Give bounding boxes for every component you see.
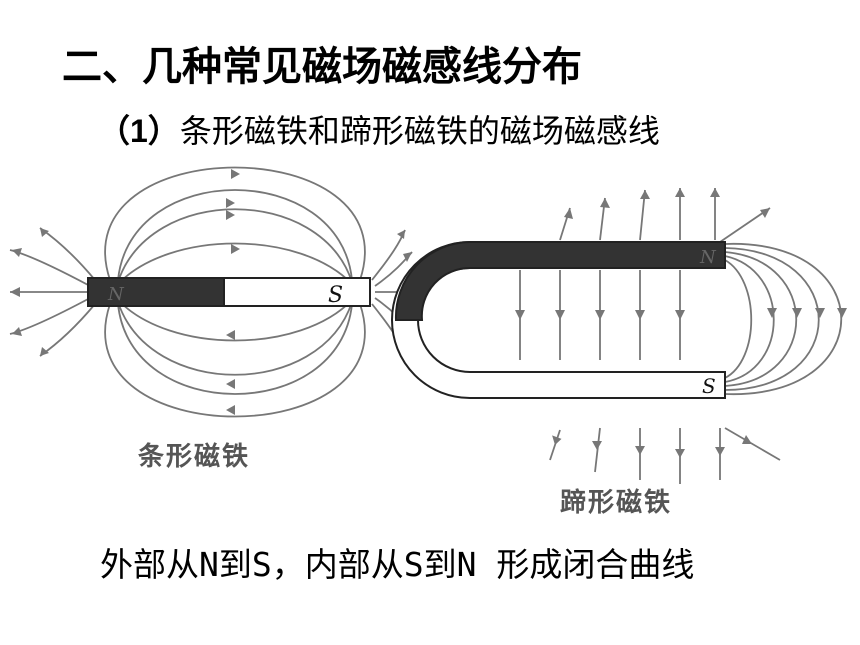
bar-magnet-north-half <box>87 277 225 307</box>
subtitle-number: （1） <box>98 113 180 149</box>
conclusion-text: 外部从N到S，内部从S到N 形成闭合曲线 <box>100 545 695 584</box>
page-title: 二、几种常见磁场磁感线分布 <box>62 44 582 90</box>
horseshoe-south-label: S <box>702 374 716 398</box>
horseshoe-north-arm <box>394 241 726 321</box>
subtitle-text: 条形磁铁和蹄形磁铁的磁场磁感线 <box>179 112 660 150</box>
horseshoe-arrows <box>515 188 847 458</box>
bar-south-label: S <box>328 283 343 308</box>
horseshoe-magnet-caption: 蹄形磁铁 <box>560 488 673 518</box>
page-subtitle: （1）条形磁铁和蹄形磁铁的磁场磁感线 <box>98 106 660 152</box>
bar-magnet-south-half <box>223 277 371 307</box>
bar-magnet-caption: 条形磁铁 <box>138 442 251 472</box>
bar-north-label: N <box>107 284 125 305</box>
magnetic-field-diagram: N S <box>9 166 847 484</box>
bar-magnet: N S <box>87 277 371 308</box>
horseshoe-magnet-field <box>519 188 843 484</box>
horseshoe-magnet: N S <box>391 241 726 399</box>
horseshoe-north-label: N <box>699 247 717 268</box>
